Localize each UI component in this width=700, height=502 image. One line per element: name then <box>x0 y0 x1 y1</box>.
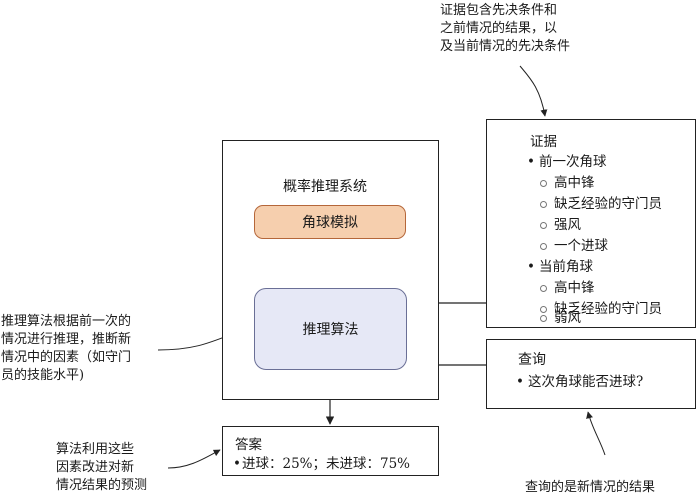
left-note-line: 情况进行推理，推断新 <box>1 332 132 347</box>
evidence-item-text: 弱风 <box>554 310 581 326</box>
corner-kick-sim-box: 角球模拟 <box>254 205 406 239</box>
bottom-left-note-line: 因素改进对新 <box>56 460 135 475</box>
query-box <box>486 339 696 409</box>
bottom-left-note-line: 算法利用这些 <box>56 442 135 457</box>
evidence-box <box>486 119 696 328</box>
circle-bullet-icon <box>540 315 547 322</box>
evidence-heading-curr: •当前角球 <box>527 255 593 275</box>
evidence-item: 缺乏经验的守门员 <box>540 297 662 317</box>
circle-bullet-icon <box>540 243 547 250</box>
evidence-item-text: 高中锋 <box>554 280 595 296</box>
top-note-line: 之前情况的结果，以 <box>440 21 558 36</box>
bottom-right-note: 查询的是新情况的结果 <box>525 480 656 495</box>
evidence-heading-prev: •前一次角球 <box>527 150 607 170</box>
query-item: •这次角球能否进球? <box>516 370 643 390</box>
left-note-line: 情况中的因素（如守门 <box>1 350 132 365</box>
callout-top-note <box>519 65 548 117</box>
left-note-line: 员的技能水平) <box>1 368 85 383</box>
evidence-title: 证据 <box>530 134 557 150</box>
callout-bottom-left <box>167 449 221 469</box>
answer-item: •进球：25%；未进球：75% <box>233 452 410 472</box>
circle-bullet-icon <box>540 180 547 187</box>
bottom-left-note: 算法利用这些 因素改进对新 情况结果的预测 <box>56 441 147 495</box>
query-text: 这次角球能否进球? <box>528 374 644 390</box>
circle-bullet-icon <box>540 285 547 292</box>
curr-heading: 当前角球 <box>539 259 593 275</box>
bullet-icon: • <box>527 154 535 170</box>
evidence-item: 一个进球 <box>540 234 608 254</box>
prev-heading: 前一次角球 <box>539 154 607 170</box>
callout-bottom-right <box>586 411 606 456</box>
left-note-line: 推理算法根据前一次的 <box>1 314 132 329</box>
evidence-item: 高中锋 <box>540 171 595 191</box>
left-note: 推理算法根据前一次的 情况进行推理，推断新 情况中的因素（如守门 员的技能水平) <box>1 313 131 385</box>
circle-bullet-icon <box>540 201 547 208</box>
evidence-item-text: 缺乏经验的守门员 <box>554 196 662 212</box>
answer-text: 进球：25%；未进球：75% <box>242 456 411 472</box>
answer-box <box>222 426 439 476</box>
bullet-icon: • <box>516 374 524 390</box>
circle-bullet-icon <box>540 222 547 229</box>
sim-label: 角球模拟 <box>302 215 358 231</box>
evidence-item-text: 缺乏经验的守门员 <box>554 301 662 317</box>
evidence-item: 强风 <box>540 213 581 233</box>
top-note-line: 证据包含先决条件和 <box>440 3 558 18</box>
bullet-icon: • <box>233 456 241 472</box>
evidence-item: 高中锋 <box>540 276 595 296</box>
circle-bullet-icon <box>540 306 547 313</box>
bottom-left-note-line: 情况结果的预测 <box>56 478 148 493</box>
evidence-item-text: 强风 <box>554 217 581 233</box>
system-title: 概率推理系统 <box>283 179 367 195</box>
evidence-item-text: 一个进球 <box>554 238 608 254</box>
top-note: 证据包含先决条件和 之前情况的结果，以 及当前情况的先决条件 <box>440 2 570 56</box>
bullet-icon: • <box>527 259 535 275</box>
inference-algorithm-box: 推理算法 <box>254 288 407 370</box>
answer-title: 答案 <box>235 437 262 453</box>
top-note-line: 及当前情况的先决条件 <box>440 39 571 54</box>
evidence-item-text: 高中锋 <box>554 175 595 191</box>
evidence-item: 弱风 <box>540 306 581 326</box>
query-title: 查询 <box>518 352 546 368</box>
algo-label: 推理算法 <box>302 322 359 338</box>
evidence-item: 缺乏经验的守门员 <box>540 192 662 212</box>
